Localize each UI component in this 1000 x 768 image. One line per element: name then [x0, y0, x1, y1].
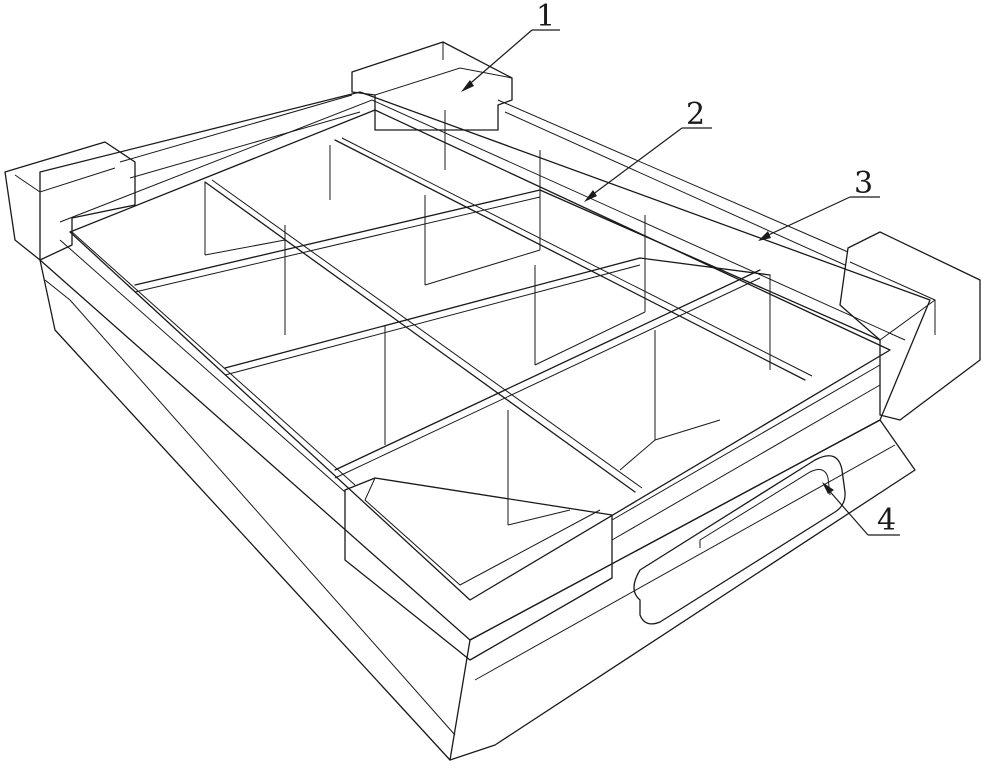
callout-label-4: 4: [877, 503, 896, 538]
handle-slot-inner: [699, 469, 831, 548]
corner-blocks: [4, 41, 981, 661]
divider-long-3b: [334, 277, 761, 479]
handle-slot-outer: [633, 455, 846, 625]
corner-block-front-inner: [364, 477, 601, 586]
leader-line-4: [825, 486, 869, 536]
divider-long-3: [334, 269, 761, 471]
leader-line-2: [587, 127, 683, 199]
leader-arrow-3: [758, 231, 771, 241]
rail-left-upper: [119, 94, 361, 179]
corner-block-left-inner: [14, 167, 116, 255]
callout-label-2: 2: [686, 97, 705, 132]
left-wall-lower-line: [44, 279, 456, 736]
rim-inner-edge: [69, 109, 891, 601]
callout-4: 4: [822, 482, 900, 538]
leader-arrow-1: [461, 80, 474, 92]
divider-grid: [134, 110, 881, 526]
corner-block-right-inner: [849, 261, 936, 341]
corner-block-back: [351, 41, 513, 131]
callout-label-1: 1: [536, 0, 555, 34]
callout-label-3: 3: [854, 166, 873, 201]
leader-arrow-4: [822, 482, 834, 494]
corner-block-right: [839, 231, 981, 421]
corner-block-front: [344, 477, 613, 661]
callout-2: 2: [584, 97, 712, 202]
divider-long-2: [224, 257, 771, 369]
handle-opening: [633, 455, 846, 625]
leader-line-3: [761, 196, 851, 239]
side-rails: [59, 94, 881, 541]
left-wall: [39, 259, 471, 761]
rim-thickness-line: [59, 99, 906, 341]
rail-left-front: [59, 231, 356, 493]
rail-right-front: [611, 364, 881, 541]
tray-body: [39, 91, 931, 761]
leader-arrow-2: [584, 190, 597, 202]
divider-cross-1b: [211, 179, 643, 489]
divider-cross-2: [334, 139, 806, 381]
leader-line-1: [464, 29, 533, 89]
divider-cross-2b: [341, 137, 813, 377]
rail-right-upper: [497, 99, 849, 266]
corner-block-left: [4, 141, 136, 261]
divider-long-2b: [224, 264, 641, 376]
corner-block-back-inner: [374, 42, 513, 96]
rim-outer-edge: [39, 91, 931, 641]
front-wall-upper-line: [474, 444, 896, 681]
divider-long-1b: [134, 196, 541, 293]
cell-floor-lines: [204, 239, 721, 526]
front-wall: [449, 419, 916, 761]
cell-vertical-edges: [204, 110, 771, 525]
divider-cross-1: [204, 181, 636, 493]
callout-3: 3: [758, 166, 880, 241]
callout-1: 1: [461, 0, 560, 92]
